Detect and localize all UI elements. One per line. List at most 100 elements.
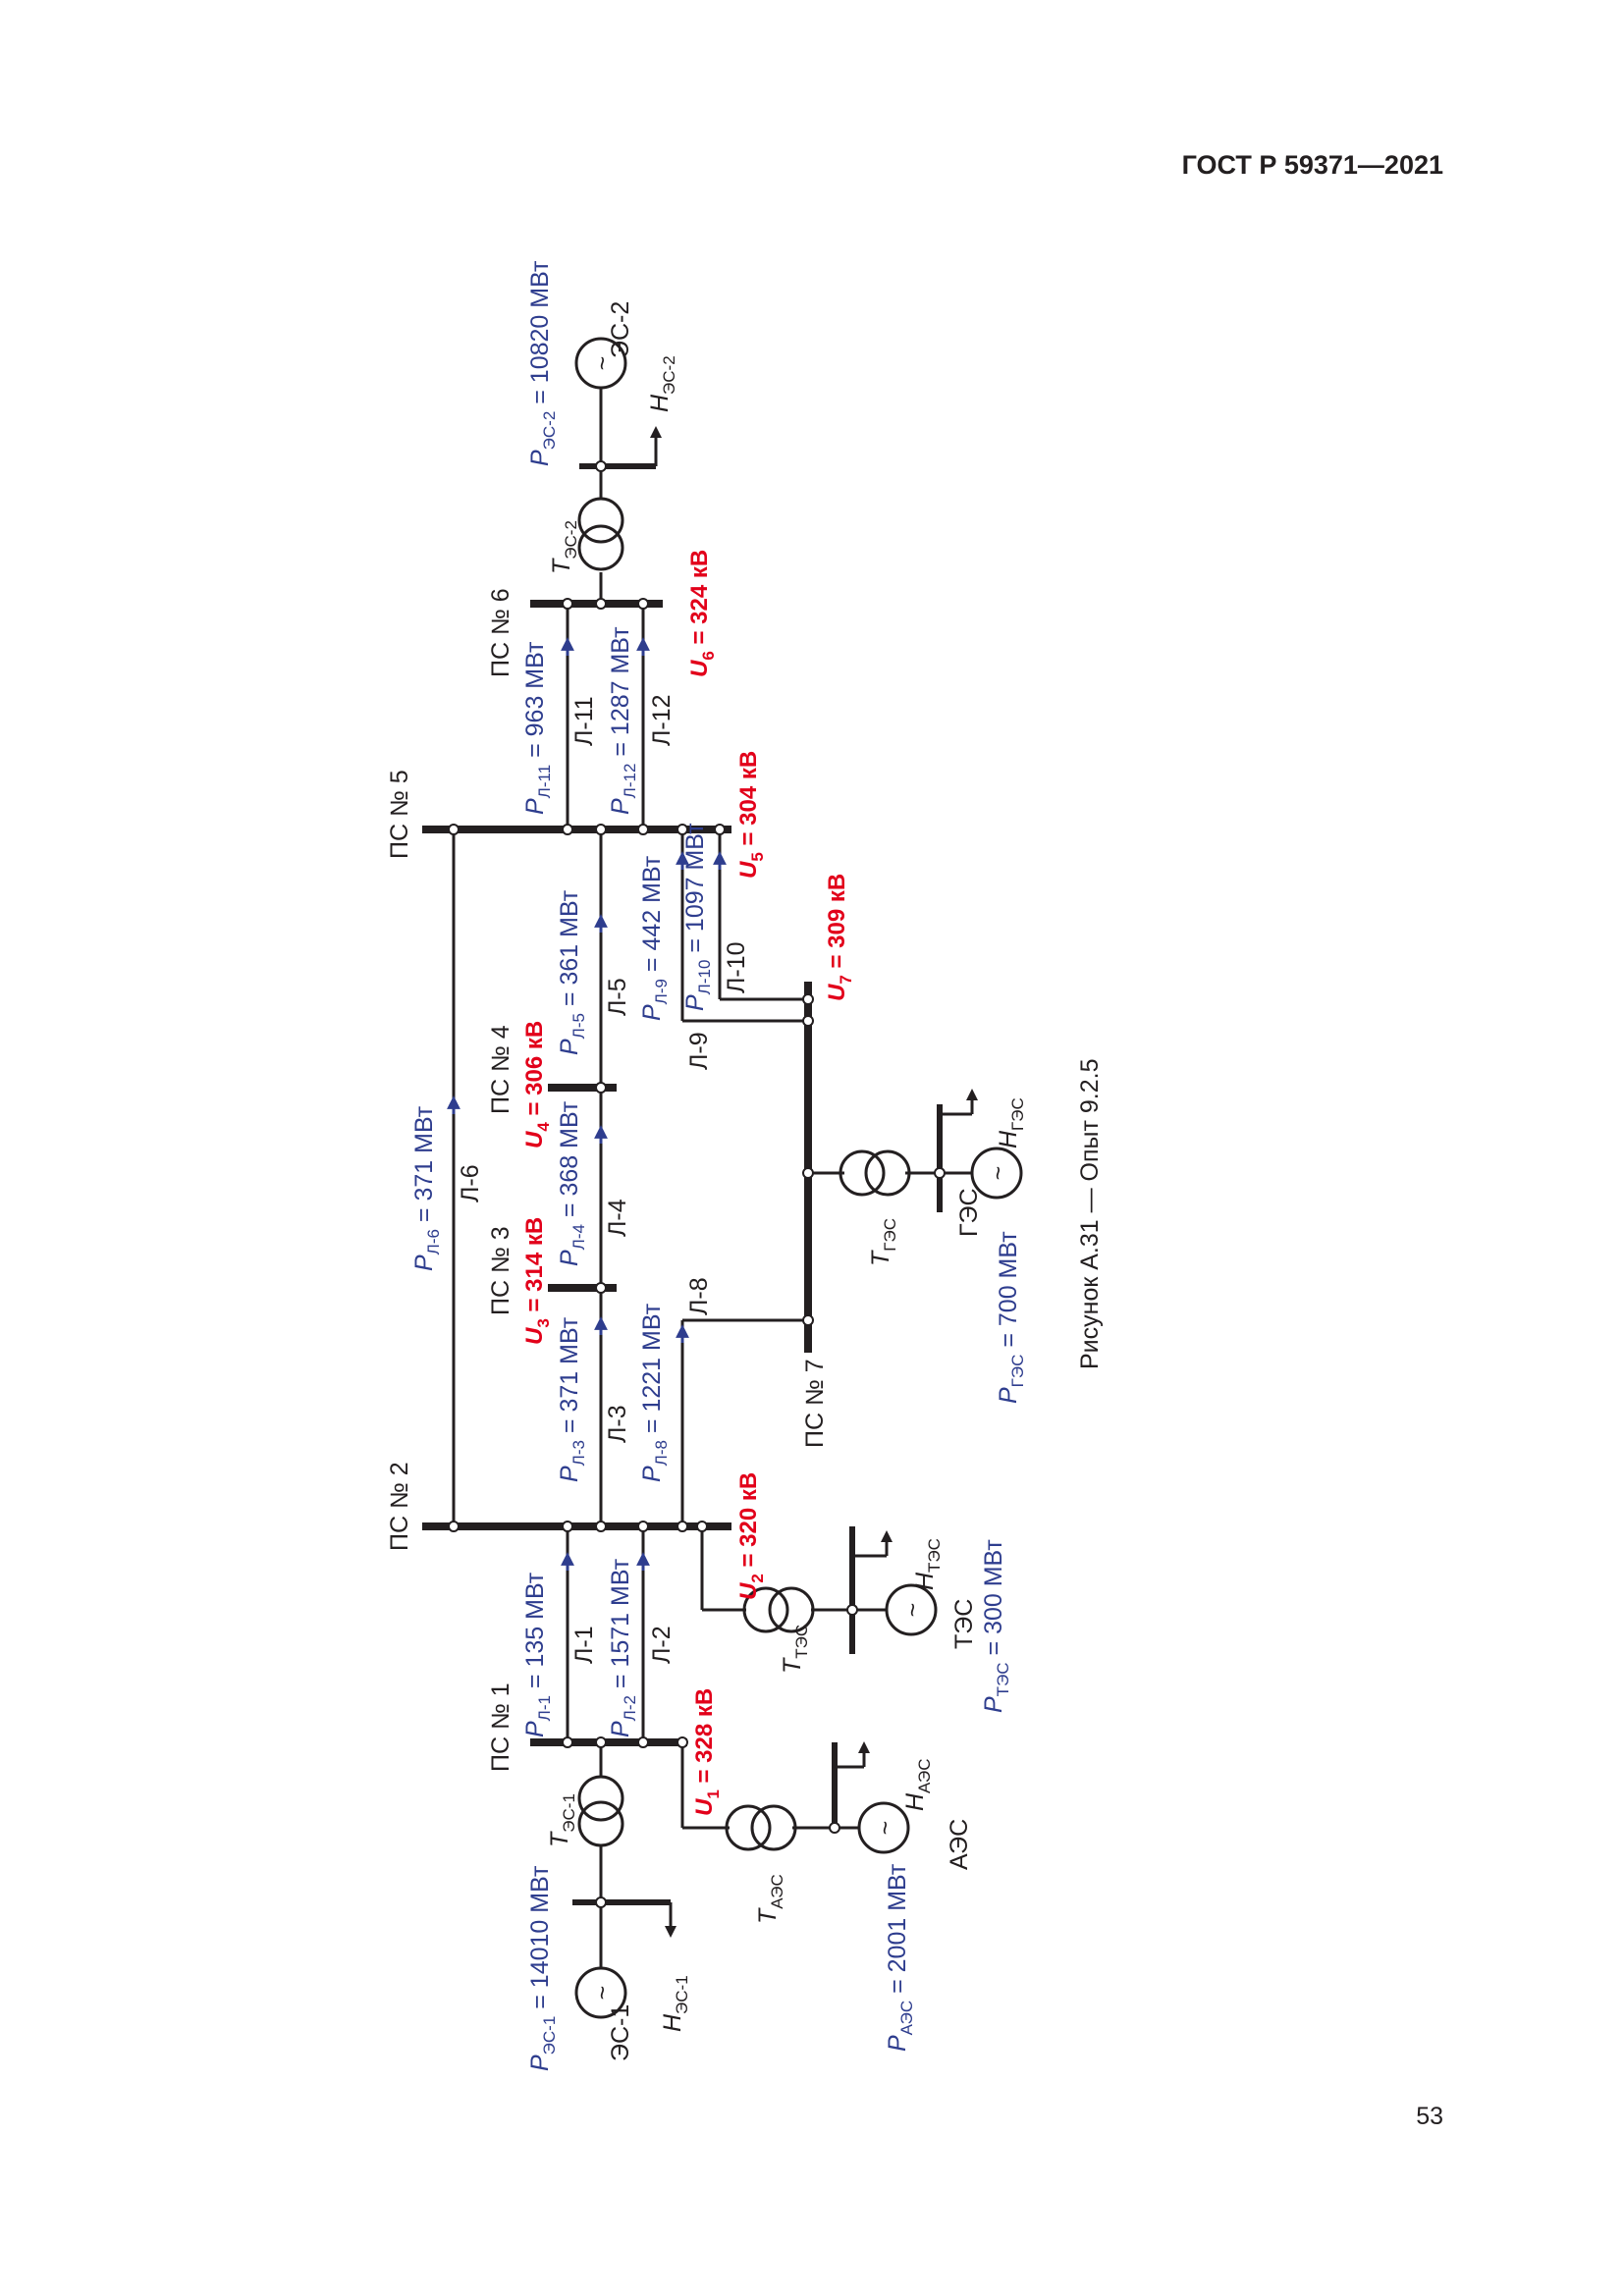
gen-tes-power: PТЭС = 300 МВт (980, 1539, 1012, 1713)
voltage-u5-value: = 304 кВ (735, 751, 762, 852)
flow-l5: PЛ-5 = 361 МВт (556, 889, 588, 1055)
voltage-u7: U7 = 309 кВ (824, 874, 855, 1001)
gen-aes-power-subscript: АЭС (897, 2001, 916, 2035)
transformer-aes-label: ТАЭС (754, 1874, 786, 1924)
flow-l11-subscript: Л-11 (535, 765, 554, 798)
voltage-u7-subscript: 7 (837, 975, 855, 984)
voltage-u2-symbol: U (735, 1582, 762, 1600)
gen-ges-power-subscript: ГЭС (1008, 1355, 1027, 1388)
flow-l3-value: = 371 МВт (556, 1316, 583, 1440)
load-aes-label-symbol: Н (901, 1792, 929, 1811)
flow-l11-symbol: P (521, 798, 549, 815)
plant-es1-label: ЭС-1 (607, 2004, 634, 2061)
gen-es2-glyph: ~ (589, 356, 617, 371)
flow-l10: PЛ-10 = 1097 МВт (681, 823, 714, 1011)
line-l6-label: Л-6 (457, 1164, 484, 1202)
load-ges-label: НГЭС (995, 1097, 1027, 1148)
voltage-u1-symbol: U (691, 1798, 718, 1816)
voltage-u6-subscript: 6 (699, 651, 718, 660)
flow-l12-value: = 1287 МВт (607, 626, 634, 764)
gen-es1-power: PЭС-1 = 14010 МВт (526, 1865, 559, 2071)
voltage-u7-symbol: U (824, 984, 850, 1001)
gen-aes-glyph: ~ (872, 1821, 899, 1836)
flow-l2: PЛ-2 = 1571 МВт (607, 1558, 639, 1737)
flow-l4-symbol: P (556, 1250, 583, 1266)
load-tes-label-subscript: ТЭС (925, 1538, 944, 1573)
flow-l6-subscript: Л-6 (424, 1229, 443, 1255)
transformer-tes-label-symbol: Т (779, 1657, 806, 1674)
flow-l10-value: = 1097 МВт (681, 823, 709, 960)
plant-tes-label: ТЭС (950, 1599, 978, 1649)
flow-l11-value: = 963 МВт (521, 641, 549, 765)
load-ges-label-symbol: Н (995, 1130, 1022, 1148)
line-l11-label: Л-11 (570, 696, 598, 746)
voltage-u1-subscript: 1 (704, 1789, 723, 1798)
flow-l1-symbol: P (521, 1721, 549, 1737)
line-l12-label: Л-12 (648, 694, 676, 746)
load-aes-label: НАЭС (901, 1758, 934, 1811)
flow-l6-symbol: P (410, 1255, 438, 1271)
voltage-u5: U5 = 304 кВ (735, 751, 767, 879)
gen-es2-power: PЭС-2 = 10820 МВт (526, 260, 559, 466)
flow-l12-symbol: P (607, 798, 634, 815)
load-es2-label: НЭС-2 (646, 355, 678, 412)
flow-l10-subscript: Л-10 (695, 960, 714, 995)
transformer-es1-label: ТЭС-1 (546, 1793, 578, 1847)
power-flow-arrows (447, 637, 727, 1571)
flow-l9-value: = 442 МВт (638, 855, 666, 979)
flow-l8-symbol: P (638, 1466, 666, 1482)
voltage-u3-subscript: 3 (534, 1318, 553, 1327)
voltage-u4-value: = 306 кВ (521, 1021, 548, 1122)
gen-es1-power-subscript: ЭС-1 (540, 2016, 559, 2056)
gen-tes-power-symbol: P (980, 1696, 1007, 1713)
flow-l5-subscript: Л-5 (569, 1013, 588, 1039)
transformer-es2-label: ТЭС-2 (548, 520, 580, 574)
load-es1-label-subscript: ЭС-1 (673, 1975, 691, 2014)
voltage-u6: U6 = 324 кВ (686, 550, 718, 677)
flow-l8-value: = 1221 МВт (638, 1303, 666, 1440)
flow-l10-symbol: P (681, 994, 709, 1011)
line-l5-label: Л-5 (604, 978, 631, 1016)
flow-l9-symbol: P (638, 1004, 666, 1021)
flow-l2-value: = 1571 МВт (607, 1558, 634, 1695)
gen-aes-power-symbol: P (884, 2035, 911, 2052)
transformer-tes-label-subscript: ТЭС (792, 1625, 811, 1659)
line-l1-label: Л-1 (570, 1626, 598, 1664)
flow-l6-value: = 371 МВт (410, 1105, 438, 1229)
transformer-aes-label-subscript: АЭС (768, 1874, 786, 1908)
transformer-ges-label-symbol: Т (867, 1250, 894, 1266)
flow-l4: PЛ-4 = 368 МВт (556, 1100, 588, 1266)
gen-ges-glyph: ~ (985, 1166, 1012, 1181)
voltage-u6-symbol: U (686, 660, 713, 677)
voltage-u2-value: = 320 кВ (735, 1472, 762, 1574)
line-l8-label: Л-8 (685, 1277, 713, 1315)
gen-es2-power-subscript: ЭС-2 (540, 411, 559, 451)
flow-l8: PЛ-8 = 1221 МВт (638, 1303, 671, 1482)
plant-aes-label: АЭС (946, 1819, 973, 1870)
load-es1-label: НЭС-1 (659, 1975, 691, 2032)
voltage-u3-symbol: U (521, 1327, 548, 1345)
gen-tes-power-value: = 300 МВт (980, 1539, 1007, 1663)
substation-ps1-label: ПС № 1 (487, 1682, 514, 1772)
gen-es2-power-value: = 10820 МВт (526, 260, 554, 411)
voltage-u3-value: = 314 кВ (521, 1217, 548, 1318)
substation-ps6-label: ПС № 6 (487, 588, 514, 677)
flow-l4-value: = 368 МВт (556, 1100, 583, 1224)
flow-l3-symbol: P (556, 1466, 583, 1482)
voltage-u7-value: = 309 кВ (824, 874, 850, 975)
transformer-ges-label-subscript: ГЭС (881, 1218, 899, 1252)
line-l10-label: Л-10 (723, 941, 750, 993)
flow-l12-subscript: Л-12 (621, 764, 639, 799)
flow-l1: PЛ-1 = 135 МВт (521, 1572, 554, 1737)
line-l3-label: Л-3 (604, 1405, 631, 1443)
transformer-tes-label: ТТЭС (779, 1625, 811, 1674)
gen-es1-glyph: ~ (589, 1986, 617, 2001)
generator-glyphs: ~ ~ ~ ~ ~ (589, 356, 1012, 2001)
gen-tes-power-subscript: ТЭС (994, 1662, 1012, 1696)
substation-ps4-label: ПС № 4 (487, 1025, 514, 1114)
flow-l8-subscript: Л-8 (652, 1440, 671, 1466)
substation-ps7-label: ПС № 7 (801, 1359, 829, 1448)
gen-es1-power-symbol: P (526, 2055, 554, 2071)
voltage-u2-subscript: 2 (748, 1574, 767, 1582)
